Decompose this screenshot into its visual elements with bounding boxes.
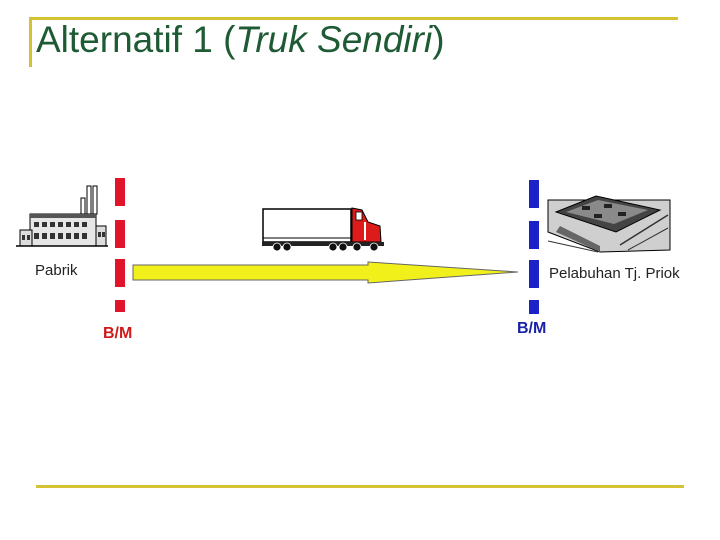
factory-icon [16,185,108,247]
destination-bm-label: B/M [517,320,547,337]
page-title: Alternatif 1 (Truk Sendiri) [36,19,445,60]
truck-icon [262,207,384,252]
route-arrow [132,261,519,284]
bottom-frame-line [36,485,684,488]
origin-boundary-marker [115,178,125,312]
origin-label: Pabrik [35,262,78,279]
destination-label: Pelabuhan Tj. Priok [549,265,680,282]
origin-bm-label: B/M [103,325,133,342]
top-frame-line [30,17,678,20]
left-frame-line [29,17,32,67]
port-warehouse-icon [547,195,671,253]
destination-boundary-marker [529,180,539,314]
